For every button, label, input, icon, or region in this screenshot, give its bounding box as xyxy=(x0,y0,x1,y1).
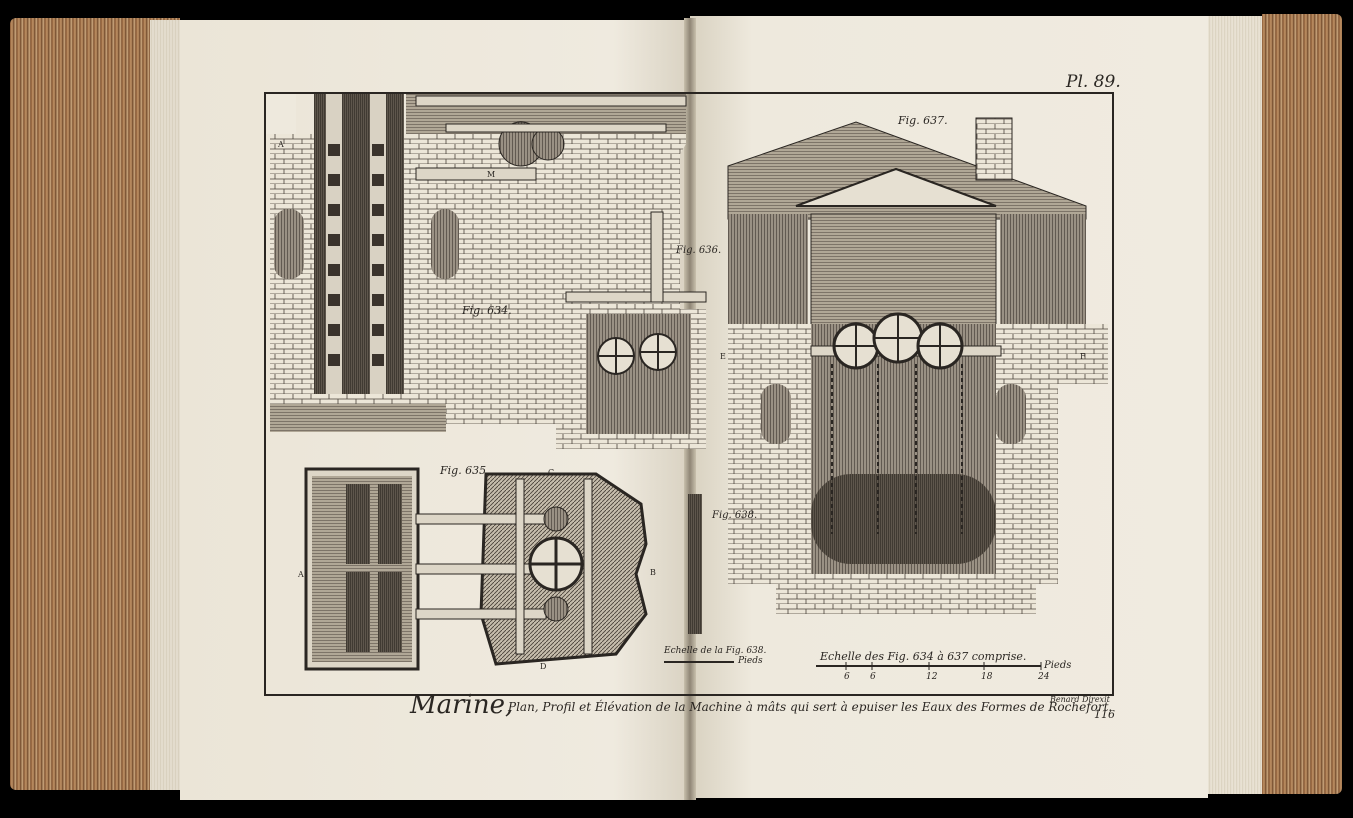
right-page-edges xyxy=(1262,14,1342,794)
fig-636-label: Fig. 636. xyxy=(676,245,722,256)
fig-635-drawing xyxy=(304,467,648,671)
plate-number: Pl. 89. xyxy=(1066,72,1121,92)
page-number: 116 xyxy=(1094,708,1115,721)
callout-m-634: M xyxy=(487,170,496,179)
callout-d-635: D xyxy=(540,662,547,671)
scale-tick-12: 12 xyxy=(926,672,938,682)
scale-tick-18: 18 xyxy=(981,672,993,682)
fig-635-label: Fig. 635. xyxy=(440,464,490,477)
fig-638-label: Fig. 638. xyxy=(712,510,758,521)
callout-b-635: B xyxy=(650,568,656,577)
fig-637-label: Fig. 637. xyxy=(898,114,948,127)
scale-left-unit: Pieds xyxy=(738,656,763,666)
engraver-credit: Benard Direxit xyxy=(1050,695,1110,704)
fig-637-drawing xyxy=(727,117,1108,614)
scale-bars xyxy=(664,661,1042,670)
fig-636-drawing xyxy=(556,211,707,449)
right-page-stack xyxy=(1205,16,1265,794)
left-page-stack xyxy=(150,20,182,790)
callout-a-634: A xyxy=(278,140,284,149)
plate-title-rest: Plan, Profil et Élévation de la Machine … xyxy=(508,700,1113,714)
scale-tick-0: 6 xyxy=(844,672,850,682)
fig-638-drawing xyxy=(688,494,702,634)
callout-c-635: C xyxy=(548,468,555,477)
callout-e-637: E xyxy=(720,352,726,361)
callout-a-635: A xyxy=(298,570,304,579)
scale-right-unit: Pieds xyxy=(1044,660,1072,671)
plate-frame xyxy=(264,92,1114,696)
callout-f-637: F xyxy=(1080,352,1086,361)
scale-tick-24: 24 xyxy=(1038,672,1050,682)
plate-title-main: Marine, xyxy=(410,690,514,720)
scale-right-label: Echelle des Fig. 634 à 637 comprise. xyxy=(820,650,1027,663)
scale-tick-6: 6 xyxy=(870,672,876,682)
fig-634-label: Fig. 634. xyxy=(462,304,512,317)
engraving xyxy=(266,94,1108,671)
scale-left-label: Echelle de la Fig. 638. xyxy=(664,646,767,656)
